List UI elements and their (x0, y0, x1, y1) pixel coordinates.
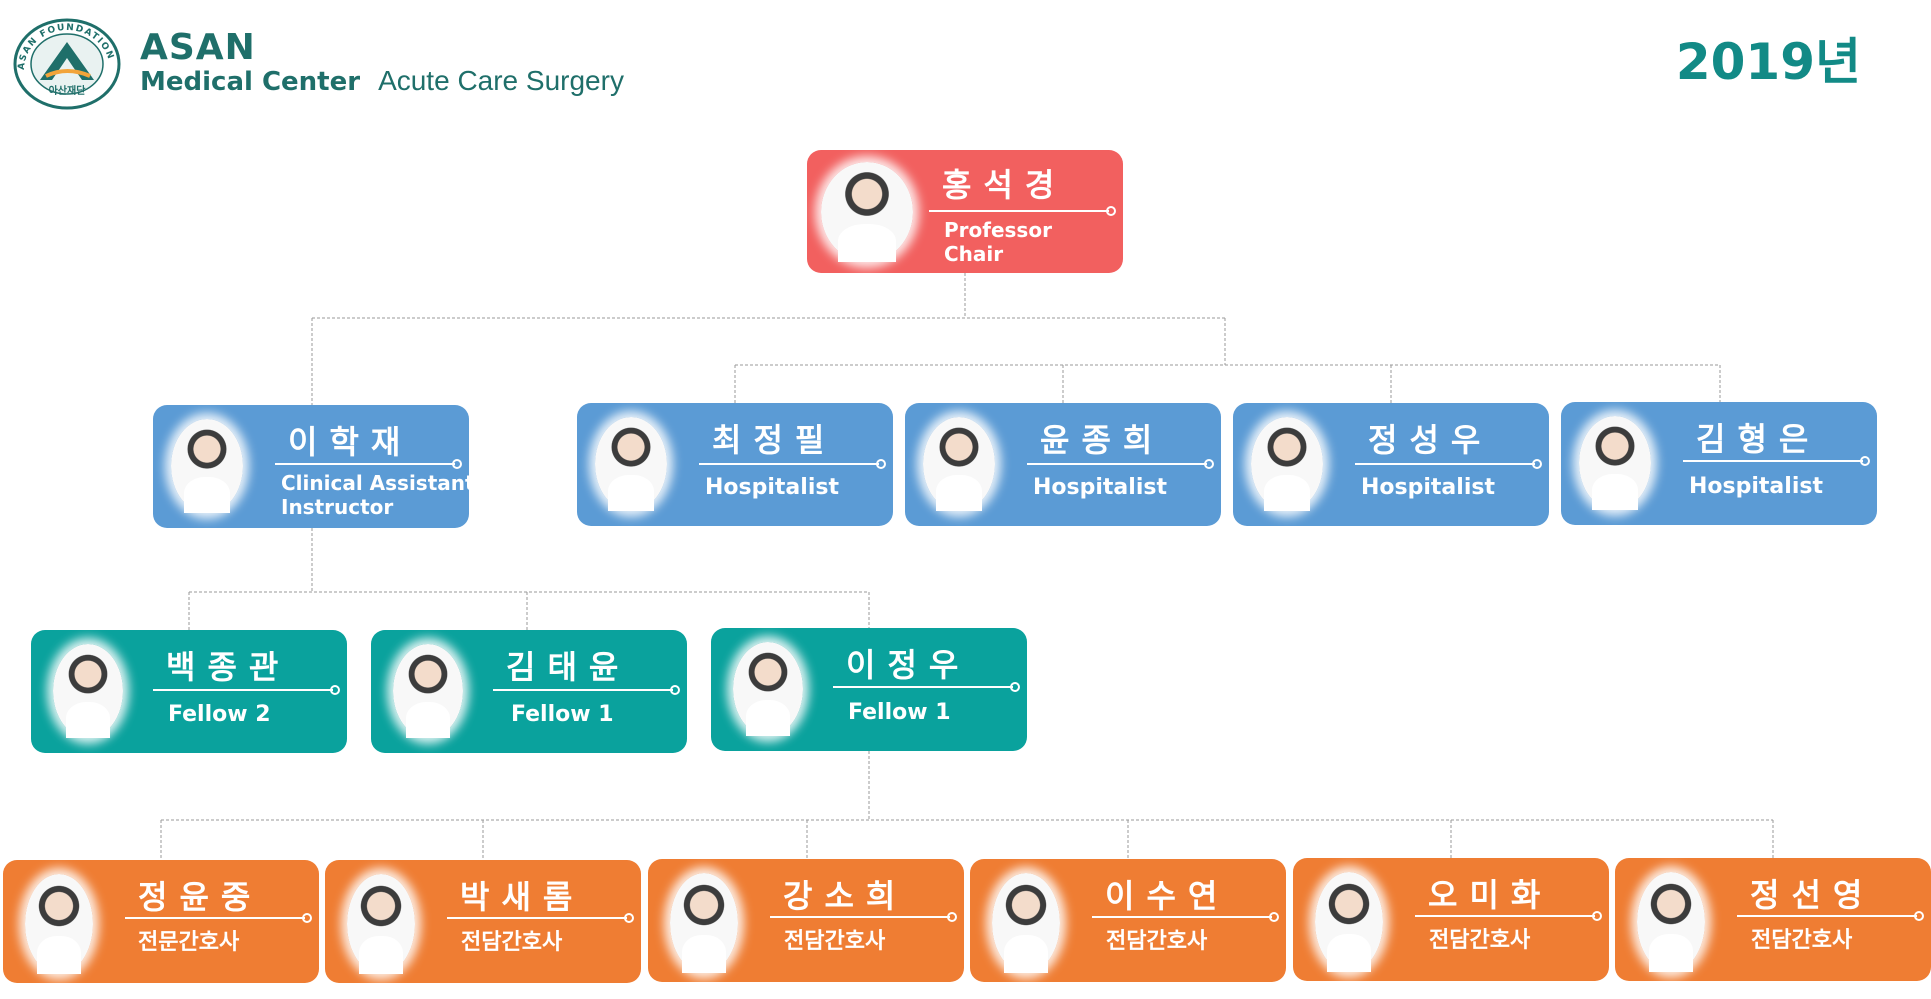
person-role: Hospitalist (1689, 474, 1823, 499)
name-divider (833, 682, 1020, 692)
profile-photo (992, 873, 1060, 973)
asan-foundation-logo: ASAN FOUNDATION 아산재단 (13, 18, 121, 110)
name-divider (1092, 912, 1279, 922)
profile-photo (923, 417, 995, 511)
profile-photo (1315, 872, 1383, 972)
card-hospitalist-3: 정성우 Hospitalist (1233, 403, 1549, 526)
person-role: Hospitalist (1033, 475, 1167, 500)
person-role: Fellow 1 (511, 702, 614, 727)
person-name: 이학재 (288, 423, 413, 461)
name-divider (1683, 456, 1870, 466)
card-fellow-2: 김태윤 Fellow 1 (371, 630, 687, 753)
person-role: Fellow 2 (168, 702, 271, 727)
profile-photo (393, 644, 463, 738)
card-hospitalist-4: 김형은 Hospitalist (1561, 402, 1877, 525)
logo-seal-text: 아산재단 (49, 84, 87, 97)
card-fellow-1: 백종관 Fellow 2 (31, 630, 347, 753)
person-role: 전담간호사 (461, 930, 563, 955)
card-instructor: 이학재 Clinical Assistant Instructor (153, 405, 469, 528)
person-role: 전문간호사 (138, 930, 240, 955)
person-name: 박새롬 (460, 878, 585, 916)
person-name: 최정필 (712, 421, 837, 459)
name-divider (1737, 911, 1924, 921)
person-name: 이정우 (846, 646, 971, 684)
person-role: 전담간호사 (1106, 929, 1208, 954)
person-name: 김형은 (1696, 420, 1821, 458)
name-divider (1415, 911, 1602, 921)
person-name: 오미화 (1428, 876, 1553, 914)
profile-photo (1637, 872, 1705, 972)
person-name: 정성우 (1368, 421, 1493, 459)
person-name: 정선영 (1750, 876, 1875, 914)
name-divider (699, 459, 886, 469)
name-divider (275, 459, 462, 469)
person-name: 강소희 (783, 877, 908, 915)
card-nurse-6: 정선영 전담간호사 (1615, 858, 1931, 981)
card-nurse-4: 이수연 전담간호사 (970, 859, 1286, 982)
profile-photo (1579, 416, 1651, 510)
person-role: Clinical Assistant Instructor (281, 471, 469, 519)
person-role: Professor Chair (944, 218, 1052, 266)
person-name: 이수연 (1105, 877, 1230, 915)
person-role: Fellow 1 (848, 700, 951, 725)
profile-photo (821, 162, 913, 262)
profile-photo (347, 874, 415, 974)
profile-photo (171, 419, 243, 513)
profile-photo (25, 874, 93, 974)
card-fellow-3: 이정우 Fellow 1 (711, 628, 1027, 751)
person-name: 정윤중 (138, 878, 263, 916)
brand-wordmark: ASAN Medical Center Acute Care Surgery (140, 27, 624, 98)
person-role: 전담간호사 (784, 929, 886, 954)
name-divider (153, 685, 340, 695)
person-name: 홍석경 (942, 166, 1067, 204)
name-divider (447, 913, 634, 923)
person-role: Hospitalist (1361, 475, 1495, 500)
profile-photo (733, 642, 803, 736)
year-label: 2019년 (1675, 33, 1861, 91)
person-name: 백종관 (166, 648, 291, 686)
person-role: Hospitalist (705, 475, 839, 500)
name-divider (929, 206, 1116, 216)
card-hospitalist-1: 최정필 Hospitalist (577, 403, 893, 526)
profile-photo (53, 644, 123, 738)
person-role: 전담간호사 (1751, 928, 1853, 953)
card-nurse-3: 강소희 전담간호사 (648, 859, 964, 982)
profile-photo (595, 417, 667, 511)
card-hospitalist-2: 윤종희 Hospitalist (905, 403, 1221, 526)
card-nurse-1: 정윤중 전문간호사 (3, 860, 319, 983)
name-divider (493, 685, 680, 695)
card-nurse-5: 오미화 전담간호사 (1293, 858, 1609, 981)
person-name: 김태윤 (506, 648, 631, 686)
card-chair: 홍석경 Professor Chair (807, 150, 1123, 273)
name-divider (1355, 459, 1542, 469)
name-divider (770, 912, 957, 922)
name-divider (1027, 459, 1214, 469)
profile-photo (670, 873, 738, 973)
name-divider (125, 913, 312, 923)
brand-dept: Acute Care Surgery (378, 65, 624, 96)
person-name: 윤종희 (1040, 421, 1165, 459)
brand-line2: Medical Center (140, 67, 361, 97)
brand-line1: ASAN (140, 27, 256, 68)
card-nurse-2: 박새롬 전담간호사 (325, 860, 641, 983)
person-role: 전담간호사 (1429, 928, 1531, 953)
profile-photo (1251, 417, 1323, 511)
